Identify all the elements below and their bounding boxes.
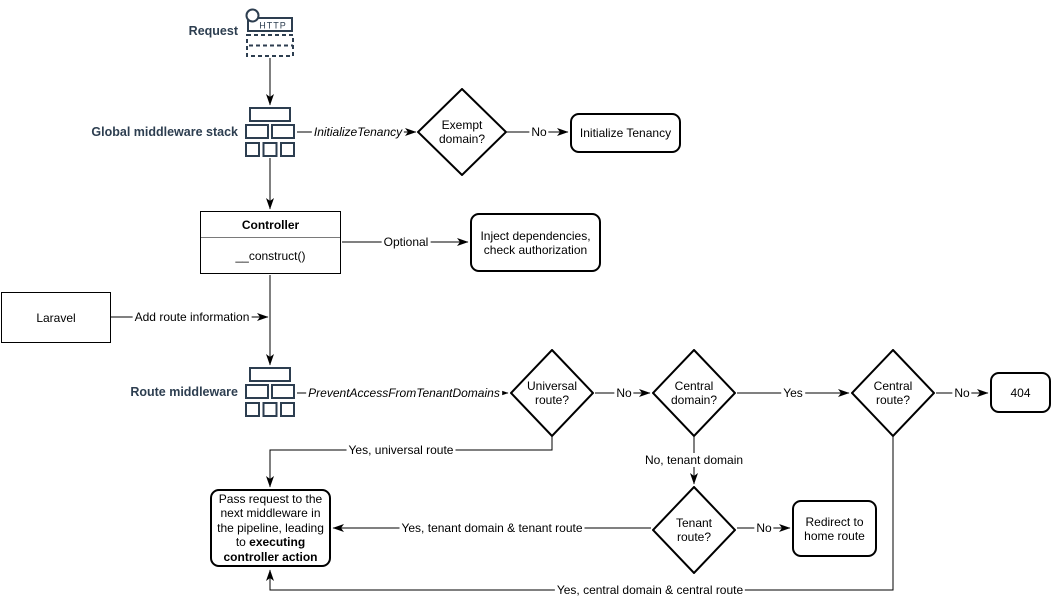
middleware-stack-icon xyxy=(245,367,295,417)
route-middleware-label: Route middleware xyxy=(130,385,238,399)
decision-central-domain: Central domain? xyxy=(652,349,736,437)
redirect-home-route-box: Redirect to home route xyxy=(792,500,877,557)
not-found-404-box: 404 xyxy=(990,372,1051,413)
edge-label-no-tenant-domain: No, tenant domain xyxy=(642,453,746,467)
controller-title: Controller xyxy=(201,212,340,238)
inject-dependencies-box: Inject dependencies, check authorization xyxy=(470,213,601,272)
edge-label-add-route-information: Add route information xyxy=(132,310,252,324)
edge-label-exempt-no: No xyxy=(529,125,549,139)
global-middleware-label: Global middleware stack xyxy=(91,125,238,139)
decision-exempt-domain: Exempt domain? xyxy=(417,88,507,176)
controller-construct-method: __construct() xyxy=(235,248,306,263)
request-label: Request xyxy=(188,24,238,38)
decision-exempt-domain-text: Exempt domain? xyxy=(438,118,486,146)
middleware-stack-icon xyxy=(245,107,295,157)
controller-class-box: Controller __construct() xyxy=(200,211,341,274)
edge-label-tenant-no: No xyxy=(754,521,774,535)
decision-tenant-route: Tenant route? xyxy=(652,486,736,574)
edge-label-universal-no: No xyxy=(614,386,634,400)
edge-label-central-domain-yes: Yes xyxy=(781,386,805,400)
decision-universal-route: Universal route? xyxy=(510,349,594,437)
edge-label-central-route-no: No xyxy=(952,386,972,400)
laravel-box: Laravel xyxy=(1,292,111,343)
decision-universal-route-text: Universal route? xyxy=(526,379,577,407)
initialize-tenancy-box: Initialize Tenancy xyxy=(570,113,681,153)
edge-label-yes-universal-route: Yes, universal route xyxy=(346,443,456,457)
pass-request-text: Pass request to the next middleware in t… xyxy=(217,491,324,564)
decision-central-domain-text: Central domain? xyxy=(670,379,718,407)
edge-label-optional: Optional xyxy=(381,235,431,249)
edge-label-initialize-tenancy: InitializeTenancy xyxy=(311,125,405,139)
edge-label-yes-central-domain-route: Yes, central domain & central route xyxy=(554,583,746,597)
http-request-icon: HTTP xyxy=(245,8,295,58)
decision-central-route-text: Central route? xyxy=(873,379,913,407)
decision-tenant-route-text: Tenant route? xyxy=(675,516,713,544)
http-label: HTTP xyxy=(259,21,287,31)
pass-request-bold-text: executing controller action xyxy=(223,535,318,564)
pass-request-box: Pass request to the next middleware in t… xyxy=(210,489,331,567)
edge-label-yes-tenant-domain-route: Yes, tenant domain & tenant route xyxy=(399,521,585,535)
decision-central-route: Central route? xyxy=(851,349,935,437)
edge-label-prevent-access: PreventAccessFromTenantDomains xyxy=(306,386,502,400)
